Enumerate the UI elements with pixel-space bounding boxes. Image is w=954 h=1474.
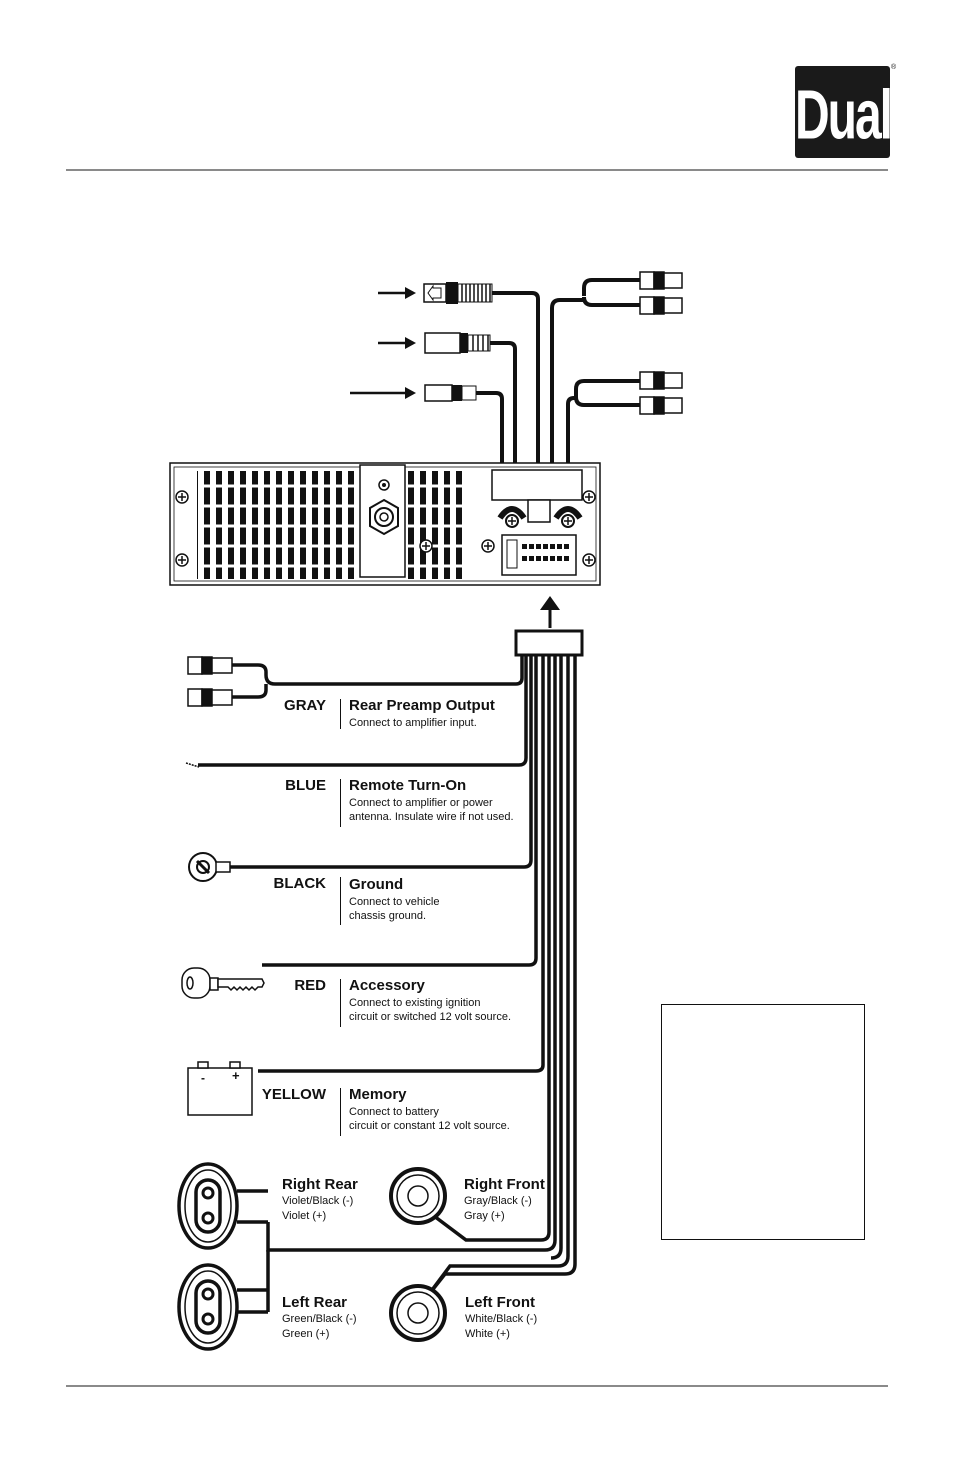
speaker-neg: Green/Black (-): [282, 1313, 357, 1325]
preamp-plugs: [187, 656, 233, 707]
speaker-pos: Gray (+): [464, 1210, 505, 1222]
wire-desc-line: Connect to amplifier input.: [349, 717, 477, 729]
wire-color-name: YELLOW: [261, 1086, 326, 1103]
speaker-name: Left Rear: [282, 1294, 348, 1311]
wire-desc-line: chassis ground.: [349, 910, 427, 922]
header-rule: [66, 169, 888, 171]
wire-color-name: BLACK: [273, 875, 327, 892]
battery-pos-symbol: +: [232, 1068, 240, 1083]
wire-desc-line: antenna. Insulate wire if not used.: [349, 811, 514, 823]
head-unit: [169, 462, 601, 586]
divider: [340, 1088, 341, 1136]
wire-desc-line: Connect to vehicle: [349, 896, 440, 908]
wire-desc-line: Connect to existing ignition: [349, 997, 481, 1009]
speaker-pos: White (+): [465, 1328, 510, 1340]
speaker-pos: Violet (+): [282, 1210, 327, 1222]
registered-mark: ®: [891, 64, 897, 71]
ignition-key: [181, 967, 265, 999]
wire-desc-line: circuit or switched 12 volt source.: [349, 1011, 512, 1023]
divider: [340, 779, 341, 827]
divider: [340, 877, 341, 925]
speaker-name: Left Front: [465, 1294, 535, 1311]
wire-color-name: GRAY: [284, 697, 326, 714]
wire-function: Ground: [349, 876, 404, 893]
battery: [187, 1061, 253, 1116]
wire-desc-line: Connect to battery: [349, 1106, 439, 1118]
note-box: [661, 1004, 865, 1240]
wire-desc-line: circuit or constant 12 volt source.: [349, 1120, 510, 1132]
wire-desc-line: Connect to amplifier or power: [349, 797, 493, 809]
footer-rule: [66, 1385, 888, 1387]
speaker-name: Right Front: [464, 1176, 545, 1193]
harness-wires: [198, 655, 577, 1312]
divider: [340, 979, 341, 1027]
wire-function: Remote Turn-On: [349, 777, 467, 794]
battery-neg-symbol: -: [201, 1071, 205, 1085]
speaker-neg: Gray/Black (-): [464, 1195, 532, 1207]
speaker-neg: Violet/Black (-): [282, 1195, 354, 1207]
blue-wire-end: [185, 762, 200, 768]
speaker-pos: Green (+): [282, 1328, 330, 1340]
logo-text: Dual: [795, 77, 893, 155]
wire-color-name: RED: [294, 977, 326, 994]
top-connectors: [350, 271, 683, 488]
wire-color-name: BLUE: [285, 777, 326, 794]
wire-function: Memory: [349, 1086, 407, 1103]
speaker-name: Right Rear: [282, 1176, 358, 1193]
wire-function: Rear Preamp Output: [349, 697, 495, 714]
wire-function: Accessory: [349, 977, 425, 994]
ground-ring: [188, 852, 231, 882]
dual-logo: Dual: [795, 66, 893, 158]
speaker-neg: White/Black (-): [465, 1313, 538, 1325]
harness-plug: [514, 596, 584, 657]
speakers: [177, 1162, 447, 1351]
divider: [340, 699, 341, 729]
